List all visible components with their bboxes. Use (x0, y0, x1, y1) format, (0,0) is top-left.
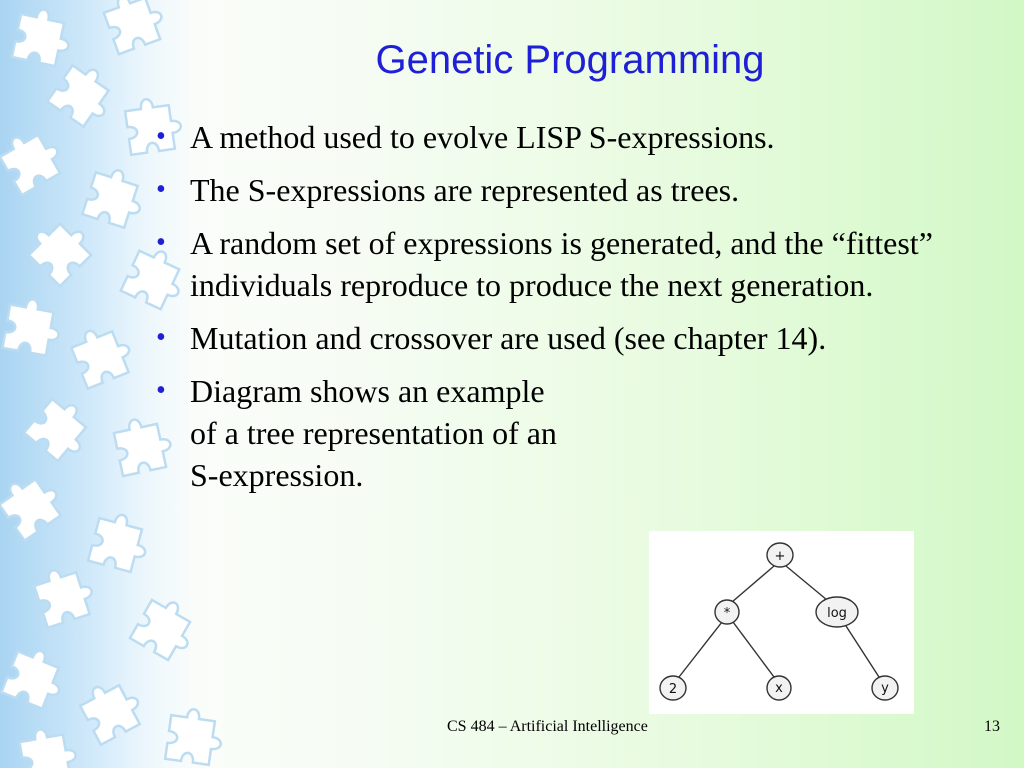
tree-label-left-left: 2 (669, 682, 677, 697)
tree-label-left: * (724, 606, 731, 621)
s-expression-tree-diagram: + * log 2 x y (649, 531, 914, 714)
bullet-text: Mutation and crossover are used (see cha… (190, 320, 827, 356)
tree-node-right-leaf (871, 675, 899, 701)
tree-node-left-left (659, 675, 687, 701)
bullet-marker: • (156, 121, 166, 152)
tree-edge (732, 621, 775, 678)
tree-edge (678, 621, 723, 678)
tree-label-right-leaf: y (881, 681, 889, 696)
tree-node-root (766, 542, 794, 568)
bullet-marker: • (156, 375, 166, 406)
bullet-item: • A random set of expressions is generat… (156, 222, 1006, 306)
bullet-text: Diagram shows an example of a tree repre… (190, 373, 557, 493)
bullet-text: A random set of expressions is generated… (190, 225, 933, 303)
bullet-text: A method used to evolve LISP S-expressio… (190, 119, 775, 155)
tree-node-right (815, 596, 859, 628)
tree-label-left-right: x (775, 681, 783, 696)
tree-edge (731, 565, 775, 603)
bullet-list: • A method used to evolve LISP S-express… (156, 116, 1006, 507)
bullet-marker: • (156, 227, 166, 258)
slide-title: Genetic Programming (375, 38, 765, 82)
slide-footer: CS 484 – Artificial Intelligence (447, 718, 648, 735)
tree-node-left-right (766, 675, 792, 701)
bullet-marker: • (156, 174, 166, 205)
bullet-item: • A method used to evolve LISP S-express… (156, 116, 1006, 158)
bullet-item: • Mutation and crossover are used (see c… (156, 317, 1006, 359)
bullet-marker: • (156, 322, 166, 353)
tree-label-right: log (827, 606, 847, 621)
tree-label-root: + (775, 549, 786, 564)
puzzle-pieces-decoration (0, 0, 230, 768)
bullet-item: • The S-expressions are represented as t… (156, 169, 1006, 211)
tree-node-left (714, 599, 740, 625)
bullet-item: • Diagram shows an example of a tree rep… (156, 370, 1006, 496)
slide-page-number: 13 (984, 718, 1000, 735)
bullet-text: The S-expressions are represented as tre… (190, 172, 740, 208)
tree-edge (845, 625, 880, 678)
tree-edge (785, 565, 828, 601)
